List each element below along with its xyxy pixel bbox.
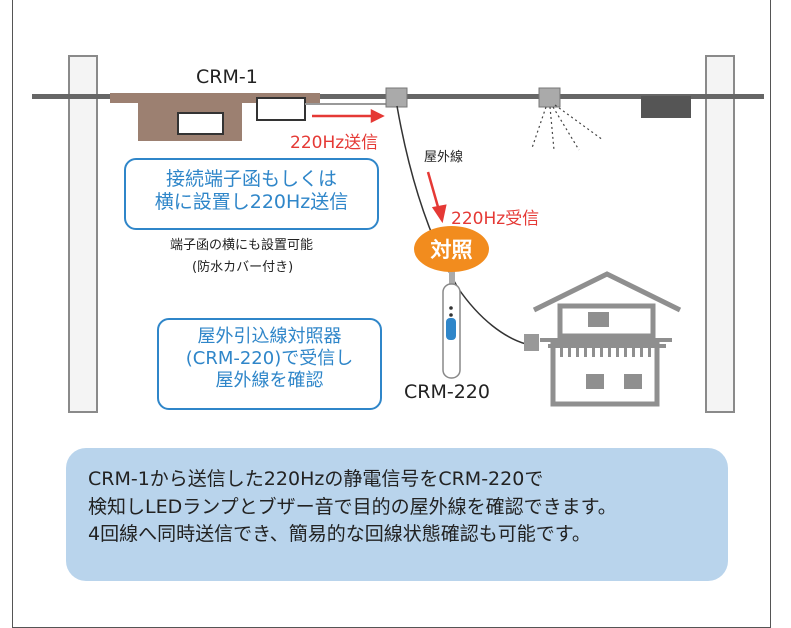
receive-arrow <box>426 171 447 224</box>
house-window-lower-left <box>586 374 604 389</box>
callout-receive-line3: 屋外線を確認 <box>215 369 324 391</box>
utility-pole-left <box>68 55 98 413</box>
description-line2: 検知しLEDランプとブザー音で目的の屋外線を確認できます。 <box>88 495 617 518</box>
house-window-upper <box>588 312 609 327</box>
drop-lines-dashed <box>531 104 604 151</box>
dark-box <box>641 96 691 118</box>
outdoor-line-label: 屋外線 <box>424 150 464 165</box>
callout-receive: 屋外引込線対照器 (CRM-220)で受信し 屋外線を確認 <box>157 318 382 410</box>
blue-button <box>446 318 456 340</box>
crm1-window <box>177 112 224 135</box>
led-dot-1 <box>449 306 453 310</box>
balcony-railing <box>548 344 666 357</box>
send-arrow <box>312 108 385 124</box>
led-dot-2 <box>449 313 453 317</box>
house-wall-box <box>524 334 539 351</box>
utility-pole-right <box>705 55 735 413</box>
junction-box-1 <box>385 87 408 108</box>
taisho-badge: 対照 <box>414 226 489 272</box>
description-line3: 4回線へ同時送信でき、簡易的な回線状態確認も可能です。 <box>88 523 591 546</box>
description-panel: CRM-1から送信した220Hzの静電信号をCRM-220で 検知しLEDランプ… <box>66 448 728 581</box>
send-frequency-label: 220Hz送信 <box>290 133 379 153</box>
crm220-label: CRM-220 <box>404 381 490 403</box>
crm1-label: CRM-1 <box>196 66 258 88</box>
terminal-box <box>256 97 306 121</box>
callout-install-line2: 横に設置し220Hz送信 <box>154 191 349 214</box>
callout-receive-line1: 屋外引込線対照器 <box>197 326 342 347</box>
callout-install: 接続端子函もしくは 横に設置し220Hz送信 <box>124 158 379 230</box>
junction-box-2 <box>538 87 561 108</box>
callout-install-line1: 接続端子函もしくは <box>165 168 337 190</box>
house-illustration <box>532 271 682 407</box>
probe-tip <box>449 268 455 286</box>
house-window-lower-right <box>624 374 642 389</box>
receive-frequency-label: 220Hz受信 <box>451 209 540 229</box>
description-line1: CRM-1から送信した220Hzの静電信号をCRM-220で <box>88 468 544 490</box>
callout-receive-line2: (CRM-220)で受信し <box>185 347 354 369</box>
terminal-note-line1: 端子函の横にも設置可能 <box>170 238 314 253</box>
terminal-note-line2: (防水カバー付き) <box>192 260 294 275</box>
